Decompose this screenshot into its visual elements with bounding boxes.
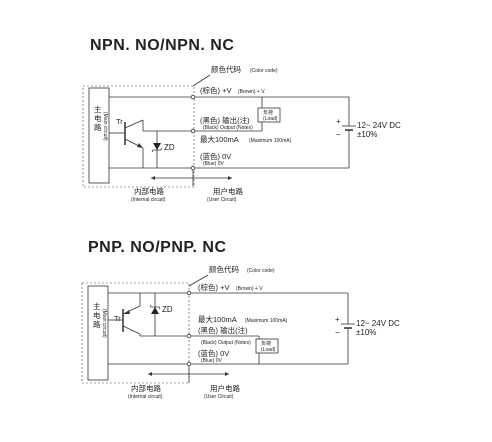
- pnp-black-cn: (黑色) 输出(注): [198, 325, 248, 335]
- pnp-diagram: PNP. NO/PNP. NC 颜色代码 (Color code) 主电路 (M…: [81, 239, 400, 400]
- npn-zd-label: ZD: [164, 143, 175, 152]
- pnp-main-circuit-box: [87, 285, 109, 381]
- pnp-main-circuit-cn: 主电路: [93, 301, 101, 329]
- pnp-internal-arrow-icon: [148, 372, 152, 376]
- npn-load-box: [257, 107, 281, 123]
- pnp-blue-cn: (蓝色) 0V: [198, 348, 229, 358]
- npn-terminal-vplus: [190, 94, 196, 100]
- npn-color-code-cn: 颜色代码: [211, 64, 241, 74]
- pnp-title: PNP. NO/PNP. NC: [88, 239, 227, 256]
- npn-load-en: (Load): [263, 116, 278, 122]
- npn-zener-diode-icon: [153, 143, 161, 150]
- npn-diagram: NPN. NO/NPN. NC 颜色代码 (Color code) 主电路 (M…: [82, 37, 401, 203]
- npn-main-circuit-box: [88, 87, 110, 184]
- npn-blue-en: (Blue) 0V: [203, 161, 225, 167]
- npn-supply-plus: +: [336, 117, 341, 126]
- pnp-user-arrow-icon: [225, 372, 229, 376]
- npn-max-cn: 最大100mA: [200, 134, 239, 144]
- npn-main-circuit-en: (Main circuit): [102, 112, 108, 141]
- npn-main-circuit-cn: 主电路: [94, 104, 102, 132]
- pnp-blue-en: (Blue) 0V: [201, 358, 223, 364]
- npn-internal-boundary: [82, 85, 195, 188]
- pnp-internal-cn: 内部电路: [131, 383, 161, 393]
- pnp-terminal-output: [186, 333, 192, 339]
- pnp-brown-en: (Brown) + V: [236, 286, 263, 292]
- npn-load-cn: 负荷: [263, 109, 273, 116]
- pnp-load-box: [255, 338, 279, 354]
- pnp-internal-en: (Internal circuit): [128, 394, 163, 400]
- npn-internal-en: (Internal circuit): [131, 197, 166, 203]
- pnp-tr-label: Tr: [114, 314, 121, 323]
- pnp-terminal-0v: [186, 361, 192, 367]
- pnp-zener-diode-icon: [151, 307, 159, 314]
- pnp-supply-plus: +: [335, 315, 340, 324]
- pnp-color-code-leader: [188, 274, 209, 287]
- npn-brown-cn: (棕色) +V: [200, 85, 231, 95]
- npn-supply-minus: −: [336, 130, 341, 139]
- pnp-emitter-arrow-icon: [124, 310, 130, 314]
- npn-terminal-0v: [190, 165, 196, 171]
- pnp-terminal-vplus: [186, 290, 192, 296]
- pnp-brown-cn: (棕色) +V: [198, 282, 229, 292]
- pnp-load-cn: 负荷: [261, 340, 271, 347]
- pnp-max-cn: 最大100mA: [198, 314, 237, 324]
- pnp-color-code-en: (Color code): [247, 268, 275, 274]
- pnp-main-circuit-en: (Main circuit): [101, 309, 107, 338]
- npn-color-code-en: (Color code): [250, 68, 278, 74]
- pnp-user-en: (User Circuit): [204, 394, 234, 400]
- npn-user-en: (User Circuit): [207, 197, 237, 203]
- npn-user-cn: 用户电路: [213, 186, 243, 196]
- pnp-supply-voltage: 12~ 24V DC: [356, 319, 400, 328]
- npn-black-en: (Black) Output (Notes): [203, 125, 253, 131]
- pnp-supply-minus: −: [335, 328, 340, 337]
- pnp-color-code-cn: 颜色代码: [209, 264, 239, 274]
- npn-brown-en: (Brown) + V: [238, 89, 265, 95]
- npn-supply-tolerance: ±10%: [357, 130, 377, 139]
- npn-blue-cn: (蓝色) 0V: [200, 151, 231, 161]
- npn-supply-voltage: 12~ 24V DC: [357, 121, 401, 130]
- npn-tr-label: Tr: [116, 117, 123, 126]
- npn-title: NPN. NO/NPN. NC: [90, 37, 234, 54]
- npn-black-cn: (黑色) 输出(注): [200, 115, 250, 125]
- pnp-internal-boundary: [81, 282, 190, 384]
- pnp-black-en: (Black) Output (Notes): [201, 340, 251, 346]
- pnp-max-en: (Maximum 100mA): [245, 318, 288, 324]
- pnp-zd-label: ZD: [162, 305, 173, 314]
- pnp-load-en: (Load): [261, 347, 276, 353]
- npn-internal-cn: 内部电路: [134, 186, 164, 196]
- pnp-user-cn: 用户电路: [210, 383, 240, 393]
- npn-emitter-arrow-icon: [137, 143, 143, 148]
- npn-internal-arrow-icon: [151, 176, 155, 180]
- npn-terminal-output: [190, 128, 196, 134]
- npn-max-en: (Maximum 100mA): [249, 138, 292, 144]
- npn-user-arrow-icon: [228, 176, 232, 180]
- npn-color-code-leader: [192, 74, 211, 87]
- pnp-supply-tolerance: ±10%: [356, 328, 376, 337]
